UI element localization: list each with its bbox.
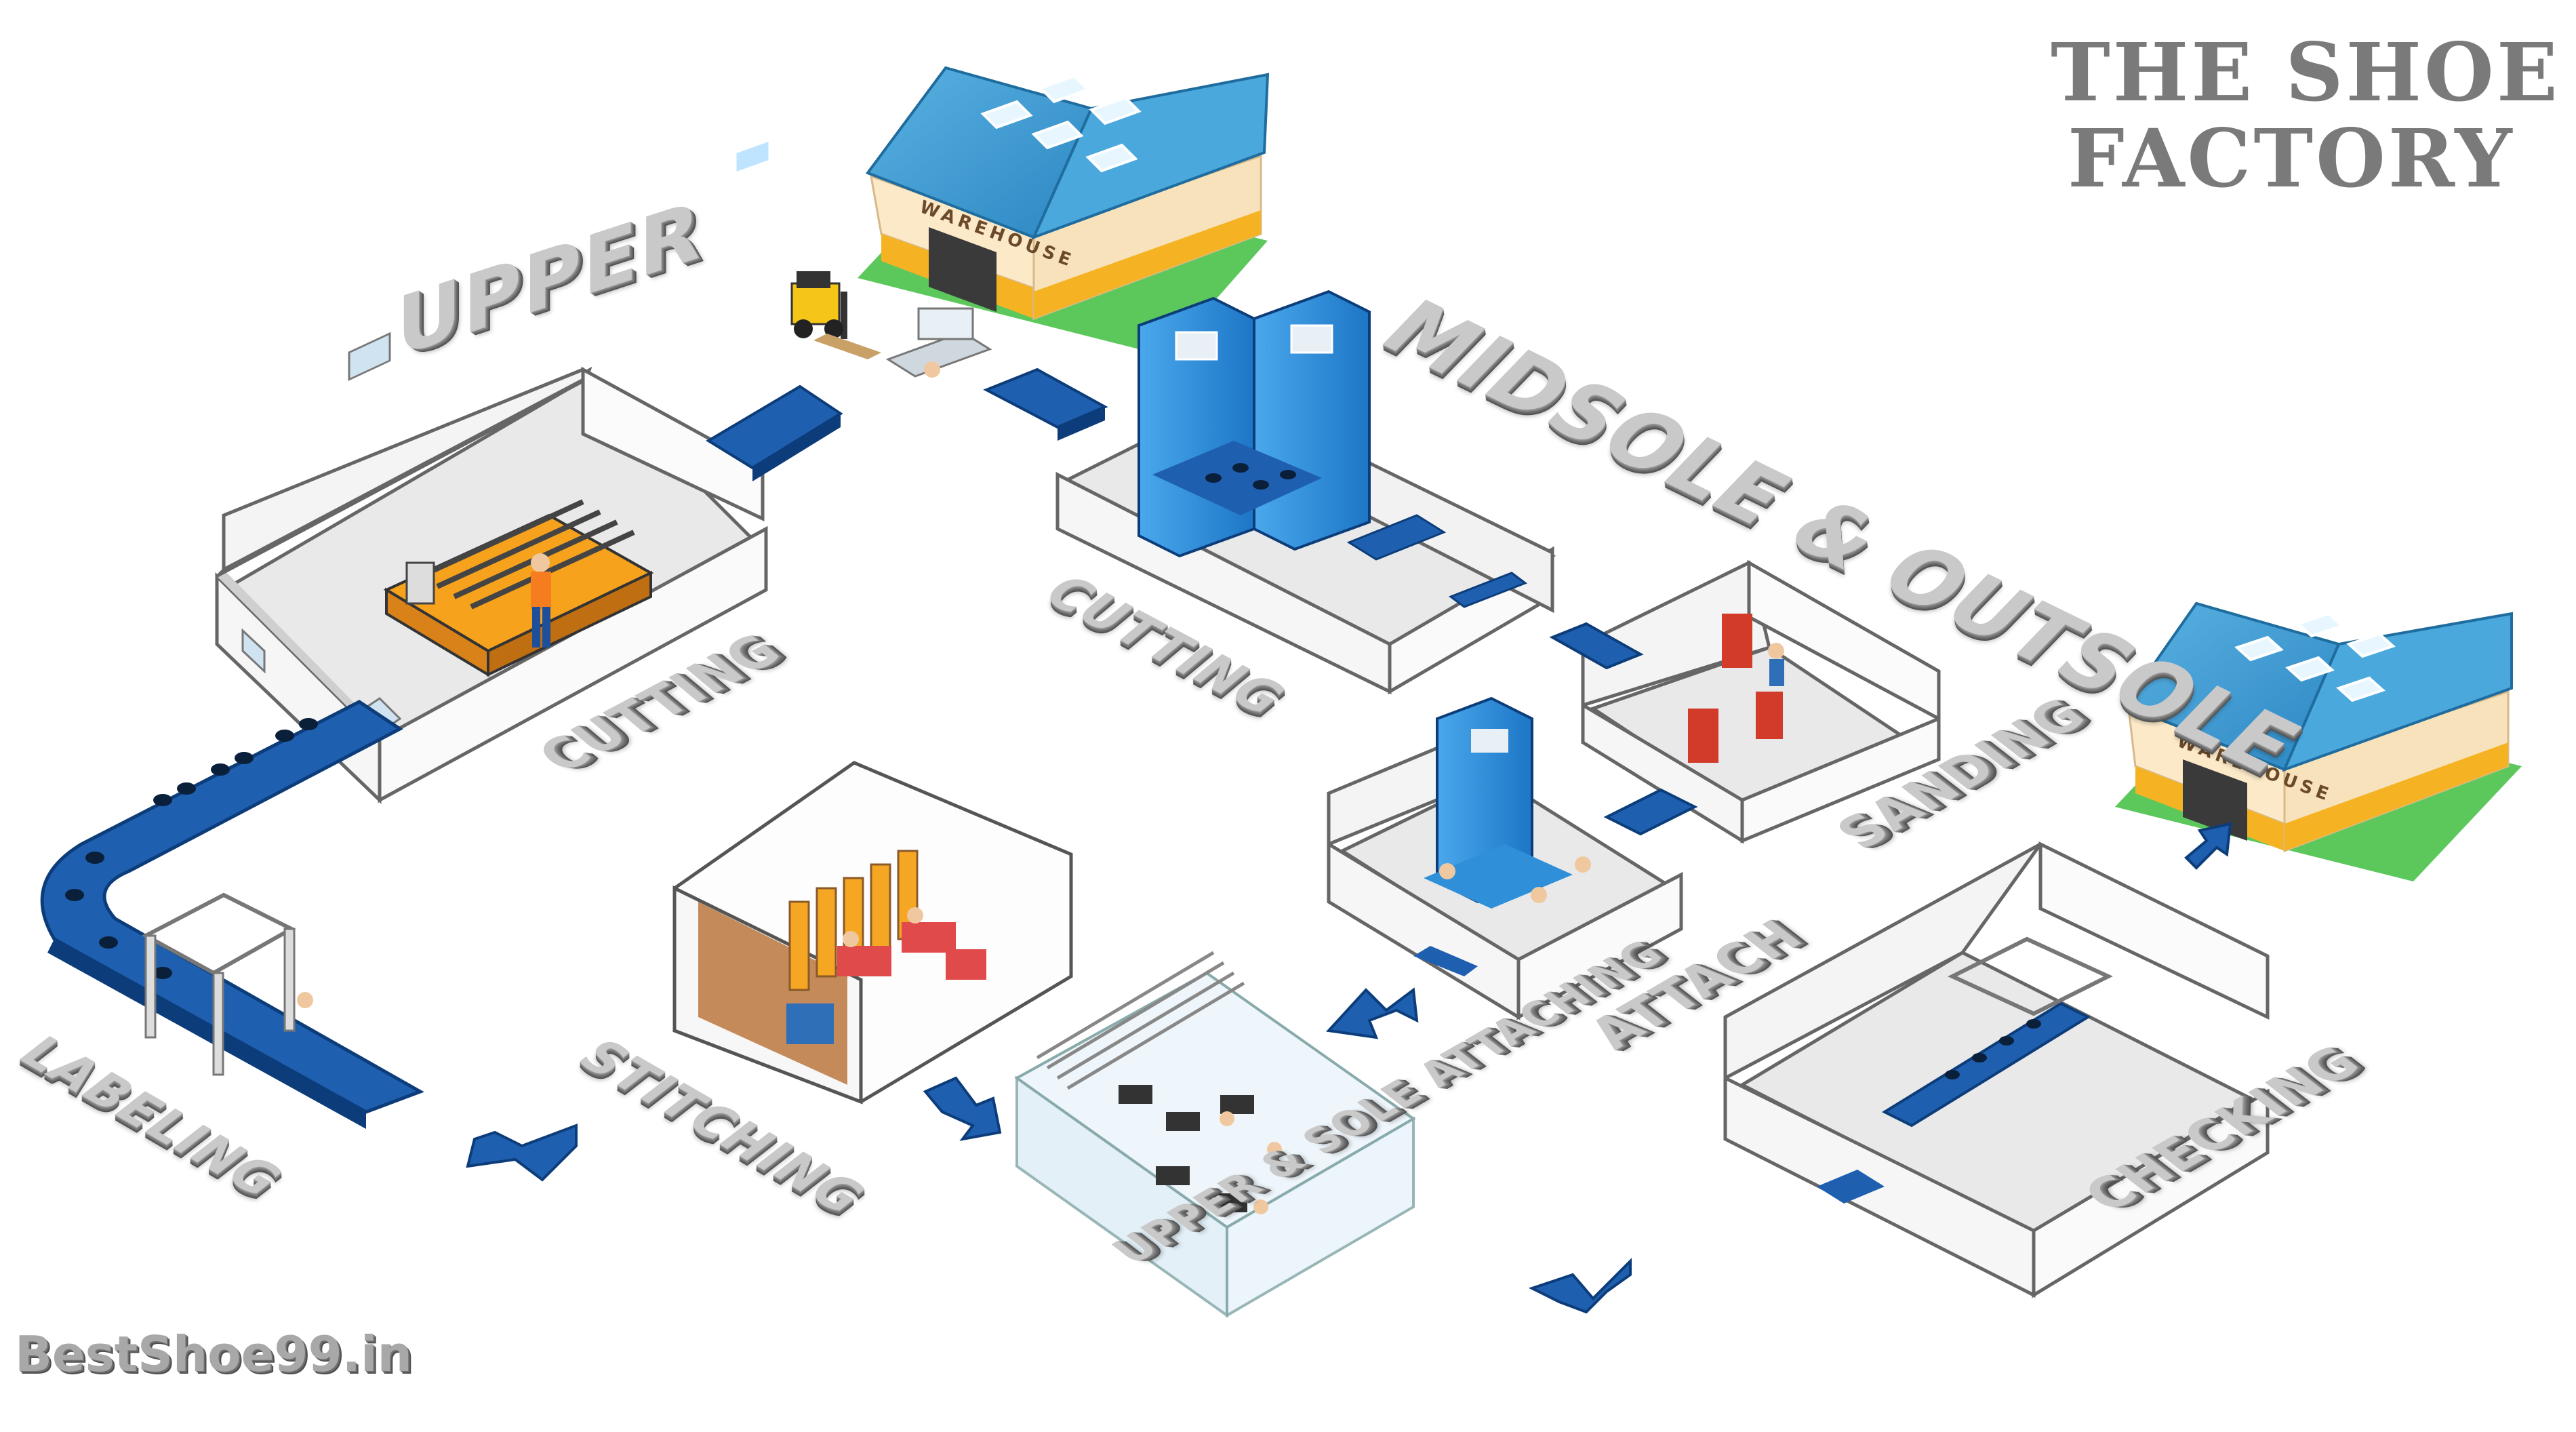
conveyor-midsole-in bbox=[983, 367, 1108, 441]
arrow-checking-to-warehouse-icon bbox=[2184, 822, 2232, 870]
room-checking bbox=[1723, 841, 2270, 1298]
room-cutting-upper bbox=[215, 332, 768, 804]
attach-press-icon bbox=[1424, 696, 1591, 909]
page-title-line-2: FACTORY bbox=[2068, 111, 2515, 205]
room-upper-sole-attaching bbox=[1014, 951, 1416, 1318]
arrow-attaching-to-checking-icon bbox=[1528, 1258, 1632, 1314]
room-attach bbox=[1327, 696, 1683, 1020]
warehouse-top: WAREHOUSE bbox=[858, 66, 1270, 356]
forklift-icon bbox=[790, 271, 881, 359]
inspection-desk-icon bbox=[885, 307, 992, 378]
conveyor-sanding bbox=[1549, 622, 1698, 836]
page-title-line-1: THE SHOE bbox=[2051, 25, 2560, 119]
sewing-table-icon bbox=[786, 907, 986, 1044]
press-machine-icon bbox=[1138, 290, 1371, 558]
arrow-stitching-to-attaching-icon bbox=[923, 1076, 1002, 1141]
room-cutting-midsole bbox=[1055, 290, 1556, 695]
sanding-machine-icon bbox=[1688, 614, 1784, 763]
arrow-labeling-to-stitching-icon bbox=[466, 1123, 578, 1182]
conveyor-labeling bbox=[40, 700, 424, 1129]
warehouse-right: WAREHOUSE bbox=[2115, 601, 2522, 881]
conveyor-top bbox=[706, 138, 843, 481]
arrow-attach-to-attaching-icon bbox=[1325, 987, 1419, 1039]
room-stitching bbox=[672, 761, 1073, 1105]
watermark-text: BestShoe99.in bbox=[15, 1326, 412, 1383]
room-sanding bbox=[1581, 559, 1941, 844]
worker-icon bbox=[531, 553, 551, 648]
